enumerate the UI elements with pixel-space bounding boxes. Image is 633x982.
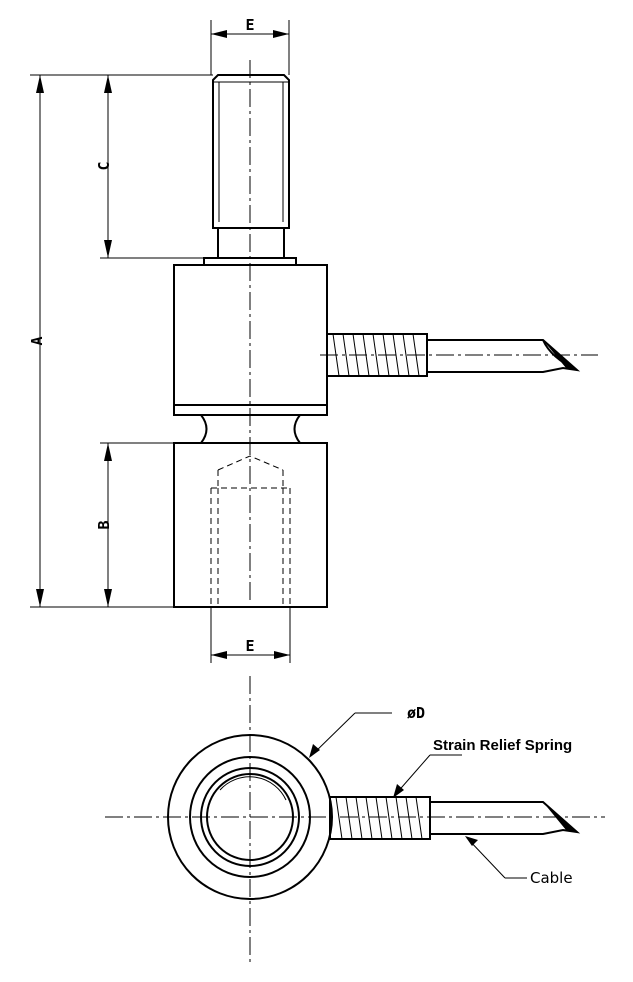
dimension-b [100, 442, 174, 607]
dimension-a [30, 74, 213, 608]
strain-relief-spring-label: Strain Relief Spring [433, 737, 572, 754]
side-cable [320, 339, 598, 373]
dimension-e-bottom-label: E [245, 637, 254, 655]
side-view: A C B E [28, 16, 598, 663]
diameter-d-label: øD [407, 704, 425, 722]
dimension-a-label: A [28, 336, 46, 345]
neck [200, 414, 301, 444]
cable-label: Cable [530, 869, 573, 887]
stud-outer-circle [200, 767, 300, 867]
dimension-c [100, 75, 204, 259]
top-view: øD Strain Relief Spring Cable [105, 676, 605, 962]
shoulder-circle [189, 756, 311, 878]
cable-leader [465, 836, 527, 879]
dimension-b-label: B [95, 520, 113, 529]
dimension-e-top-label: E [245, 16, 254, 34]
dimension-e-top [210, 20, 290, 75]
outer-body-circle [167, 734, 333, 900]
dimension-c-label: C [95, 161, 113, 170]
lower-body [173, 442, 328, 608]
dimension-e-bottom [210, 607, 291, 663]
diameter-leader [309, 712, 392, 758]
threaded-stud [203, 74, 297, 266]
top-strain-relief-spring [329, 796, 431, 840]
top-cable [340, 801, 605, 835]
strain-relief-spring-leader [393, 754, 462, 798]
stud-inner-circle [206, 773, 294, 861]
